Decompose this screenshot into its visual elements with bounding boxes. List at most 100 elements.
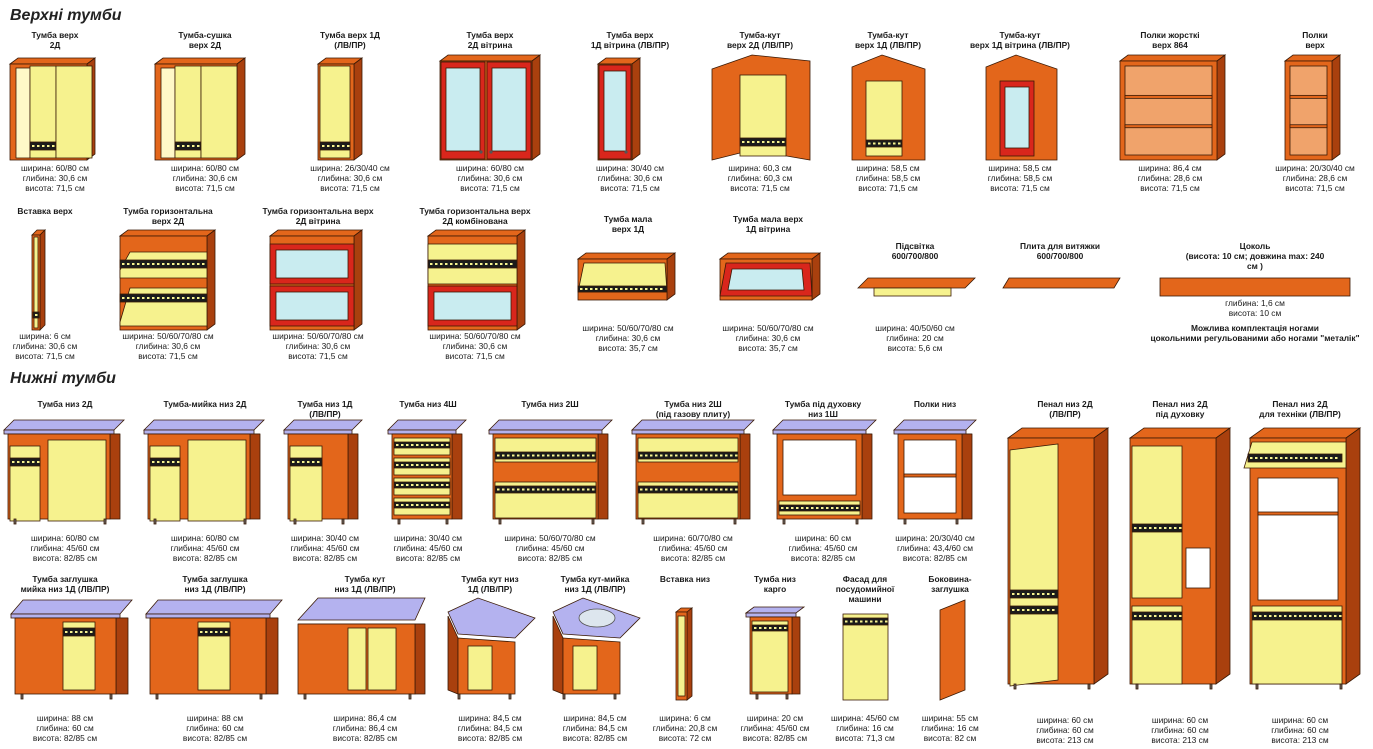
pattern-dot bbox=[791, 507, 794, 509]
pattern-dot bbox=[416, 484, 419, 486]
cabinet-drawing bbox=[576, 252, 677, 301]
plinth-bar bbox=[1159, 277, 1351, 297]
pattern-dot bbox=[431, 444, 434, 446]
pattern-dot bbox=[1047, 593, 1050, 595]
cabinet-drawing bbox=[985, 54, 1058, 161]
cabinet-side bbox=[1331, 54, 1341, 161]
pattern-dot bbox=[747, 141, 750, 143]
pattern-dot bbox=[1304, 615, 1307, 617]
pattern-dot bbox=[32, 461, 35, 463]
pattern-dot bbox=[167, 461, 170, 463]
cabinet-side bbox=[1215, 427, 1231, 685]
pattern-dot bbox=[52, 145, 55, 147]
pattern-dot bbox=[446, 444, 449, 446]
pattern-dot bbox=[705, 454, 708, 457]
cabinet-side bbox=[861, 433, 873, 520]
pattern-dot bbox=[1012, 593, 1015, 595]
item-dimensions: ширина: 60,3 см глибина: 60,3 см висота:… bbox=[727, 163, 793, 193]
cabinet-top bbox=[718, 252, 822, 260]
pattern-dot bbox=[512, 488, 515, 491]
cabinet-top bbox=[576, 252, 677, 260]
pattern-dot bbox=[690, 488, 693, 491]
pattern-dot bbox=[187, 297, 190, 299]
cabinet-drawing bbox=[711, 54, 811, 161]
pattern-dot bbox=[1325, 457, 1328, 459]
pattern-dot bbox=[572, 454, 575, 457]
pattern-dot bbox=[592, 454, 595, 457]
pattern-dot bbox=[426, 464, 429, 466]
pattern-dot bbox=[460, 263, 463, 265]
item-title: Тумба низ 4Ш bbox=[399, 399, 457, 409]
upper-section-title: Верхні тумби bbox=[10, 7, 122, 24]
item-dimensions: ширина: 60/80 см глибина: 45/60 см висот… bbox=[170, 533, 240, 563]
vitrine-glass bbox=[275, 291, 349, 321]
pattern-dot bbox=[660, 454, 663, 457]
pattern-dot bbox=[127, 297, 130, 299]
tall-door-top bbox=[1131, 445, 1183, 599]
pattern-dot bbox=[152, 461, 155, 463]
door bbox=[467, 645, 493, 691]
pattern-dot bbox=[562, 488, 565, 491]
pattern-dot bbox=[742, 141, 745, 143]
pattern-dot bbox=[1012, 609, 1015, 611]
item-title: Пенал низ 2Д для техніки (ЛВ/ПР) bbox=[1259, 399, 1341, 419]
pattern-dot bbox=[480, 263, 483, 265]
cabinet-side bbox=[353, 57, 363, 161]
vitrine-glass bbox=[491, 67, 527, 152]
pattern-dot bbox=[700, 454, 703, 457]
pattern-dot bbox=[192, 297, 195, 299]
leg bbox=[293, 518, 297, 525]
pattern-dot bbox=[831, 507, 834, 509]
cabinet-top bbox=[1283, 54, 1342, 62]
pattern-dot bbox=[396, 444, 399, 446]
vitrine-glass bbox=[433, 291, 512, 321]
item-dimensions: ширина: 50/60/70/80 см глибина: 30,6 см … bbox=[429, 331, 521, 361]
pattern-dot bbox=[152, 297, 155, 299]
cabinet-drawing bbox=[387, 419, 467, 525]
pattern-dot bbox=[730, 454, 733, 457]
pattern-dot bbox=[35, 314, 38, 316]
pattern-dot bbox=[670, 454, 673, 457]
leg bbox=[259, 693, 263, 700]
pattern-dot bbox=[426, 504, 429, 506]
pattern-dot bbox=[431, 484, 434, 486]
pattern-dot bbox=[416, 444, 419, 446]
cabinet-drawing bbox=[268, 229, 364, 331]
cabinet-drawing bbox=[744, 606, 806, 700]
vitrine-glass bbox=[1004, 86, 1030, 149]
item-title: Тумба верх 1Д вітрина (ЛВ/ПР) bbox=[590, 30, 670, 50]
pattern-dot bbox=[436, 444, 439, 446]
pattern-dot bbox=[645, 454, 648, 457]
pattern-dot bbox=[690, 454, 693, 457]
door-open-inner bbox=[15, 67, 31, 159]
cabinet-drawing bbox=[772, 419, 877, 525]
item-dimensions: ширина: 60/80 см глибина: 45/60 см висот… bbox=[30, 533, 100, 563]
leg bbox=[243, 518, 247, 525]
countertop-edge bbox=[283, 429, 353, 435]
pattern-dot bbox=[1334, 615, 1337, 617]
countertop-edge bbox=[745, 612, 797, 618]
pattern-dot bbox=[1294, 615, 1297, 617]
pattern-dot bbox=[75, 631, 78, 633]
pattern-dot bbox=[1290, 457, 1293, 459]
pattern-dot bbox=[880, 620, 883, 623]
pattern-dot bbox=[401, 464, 404, 466]
leg bbox=[109, 693, 113, 700]
pattern-dot bbox=[1295, 457, 1298, 459]
leg bbox=[303, 693, 307, 700]
cabinet-side bbox=[1216, 54, 1226, 161]
item-dimensions: ширина: 55 см глибина: 16 см висота: 82 … bbox=[921, 713, 979, 743]
item-dimensions: ширина: 60/70/80 см глибина: 45/60 см ви… bbox=[653, 533, 733, 563]
pattern-dot bbox=[605, 288, 608, 290]
pattern-dot bbox=[1254, 615, 1257, 617]
pattern-dot bbox=[446, 464, 449, 466]
cabinet-drawing bbox=[283, 419, 363, 525]
pattern-dot bbox=[1255, 457, 1258, 459]
pattern-dot bbox=[322, 145, 325, 147]
pattern-dot bbox=[401, 444, 404, 446]
cabinet-drawing bbox=[3, 419, 125, 525]
pattern-dot bbox=[1164, 615, 1167, 617]
pattern-dot bbox=[754, 627, 757, 629]
pattern-dot bbox=[670, 488, 673, 491]
countertop bbox=[893, 419, 977, 431]
